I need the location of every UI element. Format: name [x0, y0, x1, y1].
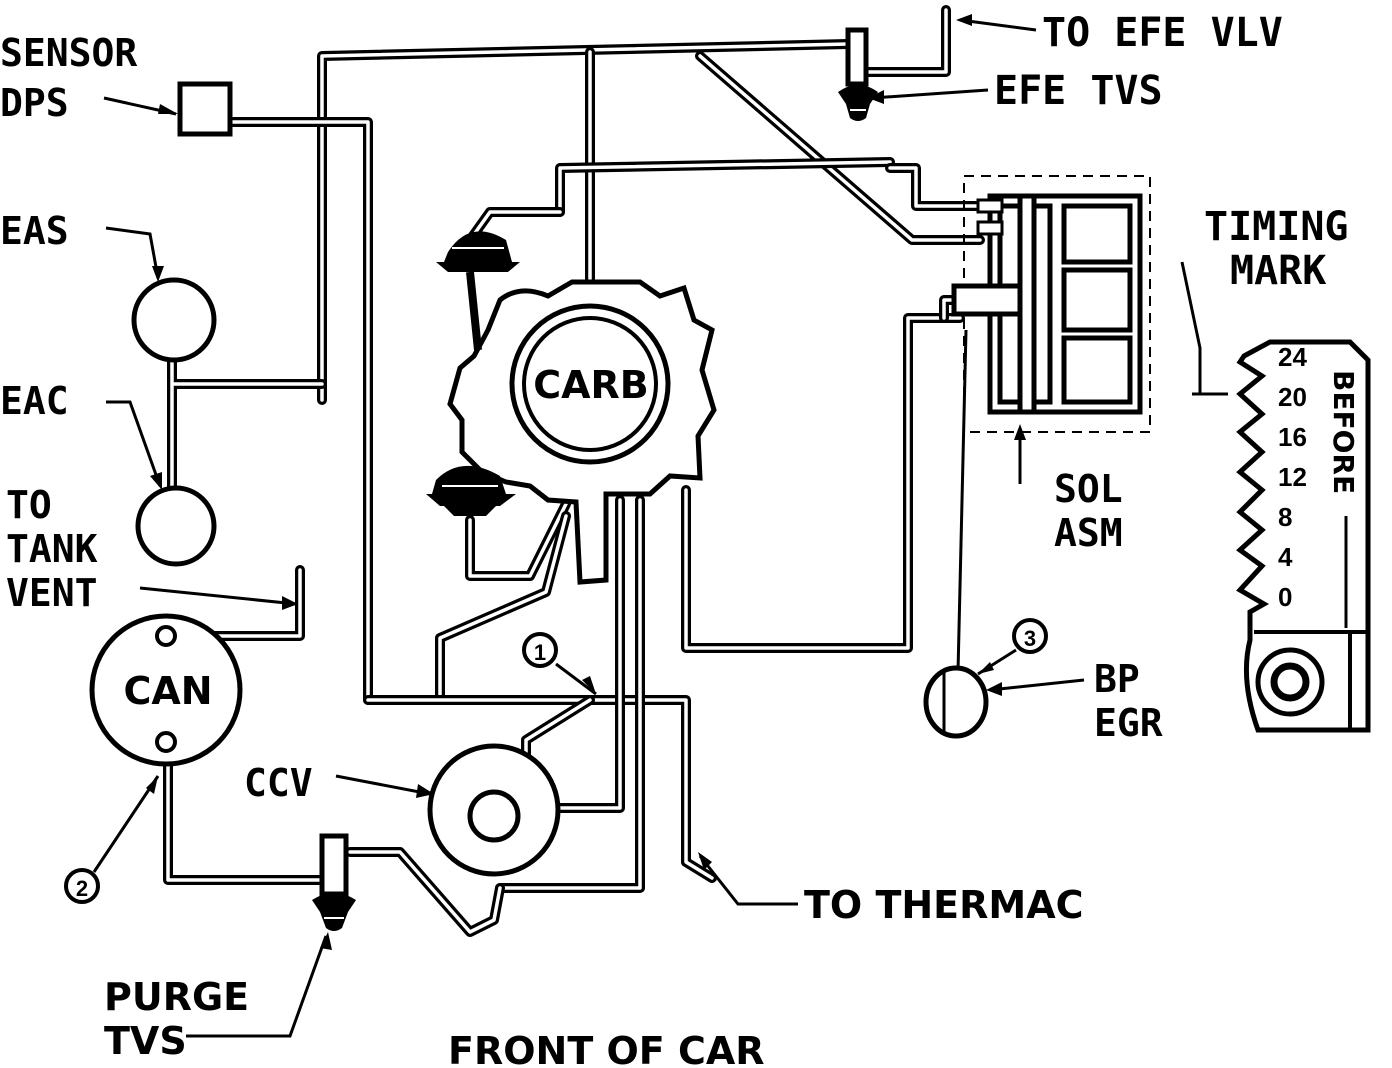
front-of-car-label: FRONT OF CAR — [448, 1029, 765, 1068]
callout-2: 2 — [64, 775, 160, 904]
can-label: CAN — [123, 669, 212, 713]
callout-3: 3 — [977, 618, 1048, 676]
eac-label: EAC — [0, 379, 69, 423]
lower-vacuum-valve — [426, 465, 516, 516]
before-label: BEFORE — [1327, 370, 1360, 494]
bp-egr-valve — [923, 665, 989, 739]
sensor-dps-box — [177, 81, 233, 137]
bp-label: BP — [1094, 657, 1140, 701]
timing-tick-label: 20 — [1278, 382, 1307, 412]
timing-tick-label: 24 — [1278, 342, 1307, 372]
leader-arrows — [103, 14, 1085, 1038]
diagonal-to-solenoid-hose — [695, 51, 985, 245]
eas-valve — [131, 277, 217, 363]
ccv-valve — [427, 743, 561, 877]
svg-text:1: 1 — [534, 640, 546, 665]
sol-label: SOL — [1054, 467, 1123, 511]
upper-vacuum-valve — [436, 231, 520, 351]
vacuum-hoses — [163, 5, 985, 937]
timing-label: TIMING — [1204, 204, 1349, 250]
to-efe-vlv-label: TO EFE VLV — [1042, 10, 1283, 56]
canister — [89, 613, 243, 767]
callout-1: 1 — [522, 632, 597, 696]
asm-label: ASM — [1054, 511, 1123, 555]
sensor-label: SENSOR — [0, 31, 137, 75]
purge-tvs-valve — [312, 833, 356, 931]
timing-tick-label: 0 — [1278, 582, 1292, 612]
tvs-label: TVS — [104, 1019, 187, 1063]
bp-egr-thin-line — [956, 329, 968, 673]
dps-label: DPS — [0, 81, 69, 125]
to-tank-line1-label: TO — [6, 483, 52, 527]
carburetor — [447, 279, 717, 585]
timing-tick-label: 8 — [1278, 502, 1292, 532]
to-tank-line3-label: VENT — [6, 571, 98, 615]
to-tank-line2-label: TANK — [6, 527, 98, 571]
purge-label: PURGE — [104, 975, 249, 1019]
svg-text:2: 2 — [76, 876, 88, 901]
timing-mark-plate — [1180, 261, 1371, 733]
solenoid-assembly — [951, 175, 1151, 433]
mark-label: MARK — [1230, 248, 1326, 294]
eas-eac-link-hose — [167, 355, 327, 493]
svg-text:3: 3 — [1024, 626, 1036, 651]
carb-label: CARB — [533, 363, 649, 407]
efe-tvs-label: EFE TVS — [994, 68, 1163, 114]
timing-tick-label: 4 — [1278, 542, 1293, 572]
carb-to-egr-solenoid-hose — [681, 313, 965, 653]
timing-scale: 24 20 16 12 8 4 0 — [1278, 342, 1307, 612]
upper-valve-hose — [555, 157, 895, 217]
egr-label: EGR — [1094, 701, 1163, 745]
eas-label: EAS — [0, 209, 69, 253]
timing-tick-label: 12 — [1278, 462, 1307, 492]
efe-tvs-valve — [838, 27, 878, 121]
eac-valve — [135, 485, 217, 567]
timing-tick-label: 16 — [1278, 422, 1307, 452]
solenoid-upper-hose — [885, 163, 985, 211]
efe-vlv-hose — [851, 5, 951, 77]
to-thermac-label: TO THERMAC — [804, 883, 1084, 927]
ccv-label: CCV — [244, 761, 313, 805]
